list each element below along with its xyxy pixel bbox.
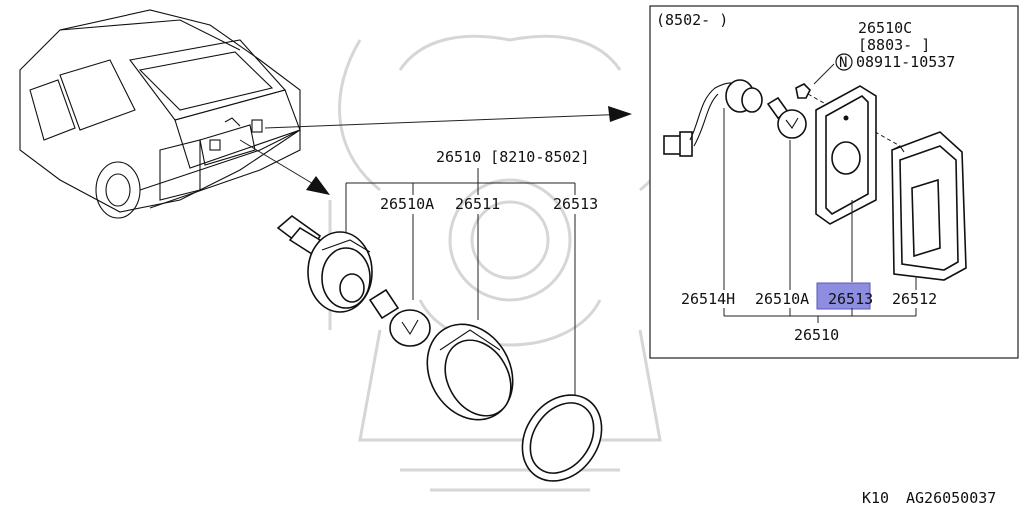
nut-symbol: N [839,55,847,71]
inset-gasket-part[interactable] [815,85,877,225]
part-label-26511[interactable]: 26511 [455,195,500,213]
bulb-part[interactable] [368,288,431,347]
main-assembly: 26510 [8210-8502] 26510A 26511 26513 [276,148,618,497]
socket-part[interactable] [276,214,373,313]
assembly-label: 26510 [8210-8502] [436,148,590,166]
inset-group-label[interactable]: 26510 [794,326,839,344]
inset-top-date: [8803- ] [858,36,930,54]
inset-lens-part[interactable] [891,131,967,281]
part-label-26510A[interactable]: 26510A [380,195,434,213]
footer-model: K10 [862,489,889,507]
watermark-emblem [328,34,692,492]
inset-label-26510A[interactable]: 26510A [755,290,809,308]
inset-panel: (8502- ) 26510C [8803- ] N 08911-10537 [649,5,1019,359]
nut-symbol-circle [835,53,853,71]
footer-diagram-id: AG26050037 [906,489,996,507]
inset-bulb-part[interactable] [766,96,807,139]
pointer-arrows [239,106,632,195]
inset-top-part[interactable]: 26510C [858,19,912,37]
inset-label-26513[interactable]: 26513 [828,290,873,308]
inset-label-26514H[interactable]: 26514H [681,290,735,308]
lens-part[interactable] [410,309,529,436]
selected-part-highlight[interactable] [816,282,871,310]
part-label-26513-main[interactable]: 26513 [553,195,598,213]
harness-socket-part[interactable] [663,79,763,157]
inset-nut-part[interactable]: 08911-10537 [856,53,955,71]
inset-range-label: (8502- ) [656,11,728,29]
gasket-part[interactable] [506,380,618,497]
car-rear-illustration [19,9,301,219]
inset-label-26512[interactable]: 26512 [892,290,937,308]
